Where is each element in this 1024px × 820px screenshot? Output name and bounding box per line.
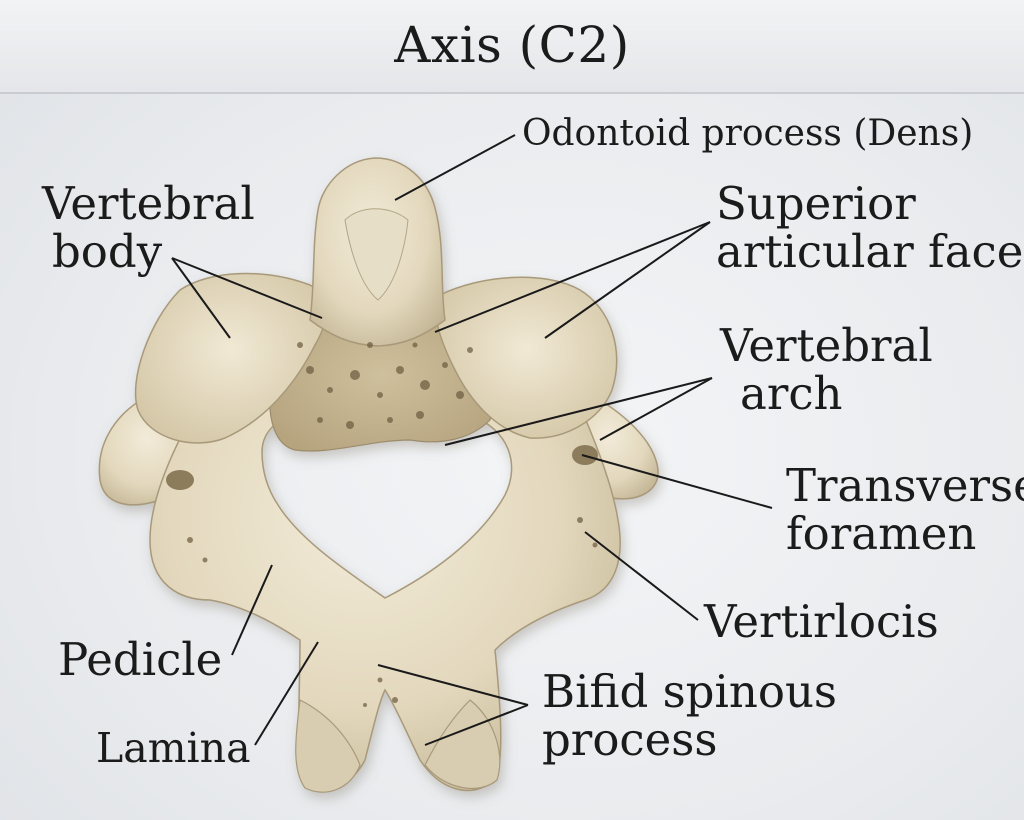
spinous-process-right-tip [424, 699, 501, 789]
label-pedicle: Pedicle [58, 633, 223, 686]
right-superior-articular-facet [435, 276, 618, 439]
label-transverse-foramen-line1: Transverse [786, 459, 1024, 512]
label-superior-articular-facet: Superior articular facet [716, 180, 1024, 276]
bone-body [98, 157, 659, 793]
label-vertebral-body-line1: Vertebral [42, 177, 255, 230]
label-superior-facet-line2: articular facet [716, 225, 1024, 278]
leader-lines [171, 134, 773, 746]
leader-bifid-a [377, 664, 529, 706]
label-vertebral-arch-line1: Vertebral [720, 319, 933, 372]
leader-superior-facet-b [544, 221, 711, 339]
leader-vertebral-body-a [171, 257, 231, 339]
label-bifid-line2: process [542, 713, 718, 766]
leader-vertirlocis [584, 531, 699, 621]
left-transverse-foramen [166, 470, 194, 490]
label-vertebral-arch-line2: arch [740, 367, 843, 420]
leader-vertebral-arch-b [599, 377, 713, 441]
label-transverse-foramen-line2: foramen [786, 507, 977, 560]
leader-vertebral-arch-a [444, 377, 713, 446]
leader-transverse-foramen [581, 454, 773, 509]
label-vertirlocis: Vertirlocis [704, 595, 939, 648]
page-title: Axis (C2) [394, 16, 630, 74]
leader-pedicle [231, 564, 273, 656]
label-odontoid-process: Odontoid process (Dens) [522, 113, 974, 154]
label-vertebral-body: Vertebral body [42, 180, 255, 276]
label-superior-facet-line1: Superior [716, 177, 916, 230]
leader-lamina [254, 641, 319, 746]
leader-vertebral-body-b [171, 257, 323, 319]
bone-pores [187, 342, 598, 707]
leader-superior-facet-a [434, 221, 711, 333]
spinous-process-left-tip [295, 699, 361, 793]
leader-odontoid [394, 134, 516, 201]
label-vertebral-body-line2: body [52, 225, 163, 278]
dens-ridge [344, 208, 409, 301]
label-bifid-line1: Bifid spinous [542, 665, 838, 718]
label-vertebral-arch: Vertebral arch [720, 322, 933, 418]
title-bar: Axis (C2) [0, 0, 1024, 94]
label-bifid-spinous-process: Bifid spinous process [542, 668, 837, 764]
left-superior-articular-facet [134, 272, 327, 444]
label-lamina: Lamina [96, 724, 251, 772]
leader-bifid-b [424, 704, 529, 746]
label-transverse-foramen: Transverse foramen [786, 462, 1024, 558]
